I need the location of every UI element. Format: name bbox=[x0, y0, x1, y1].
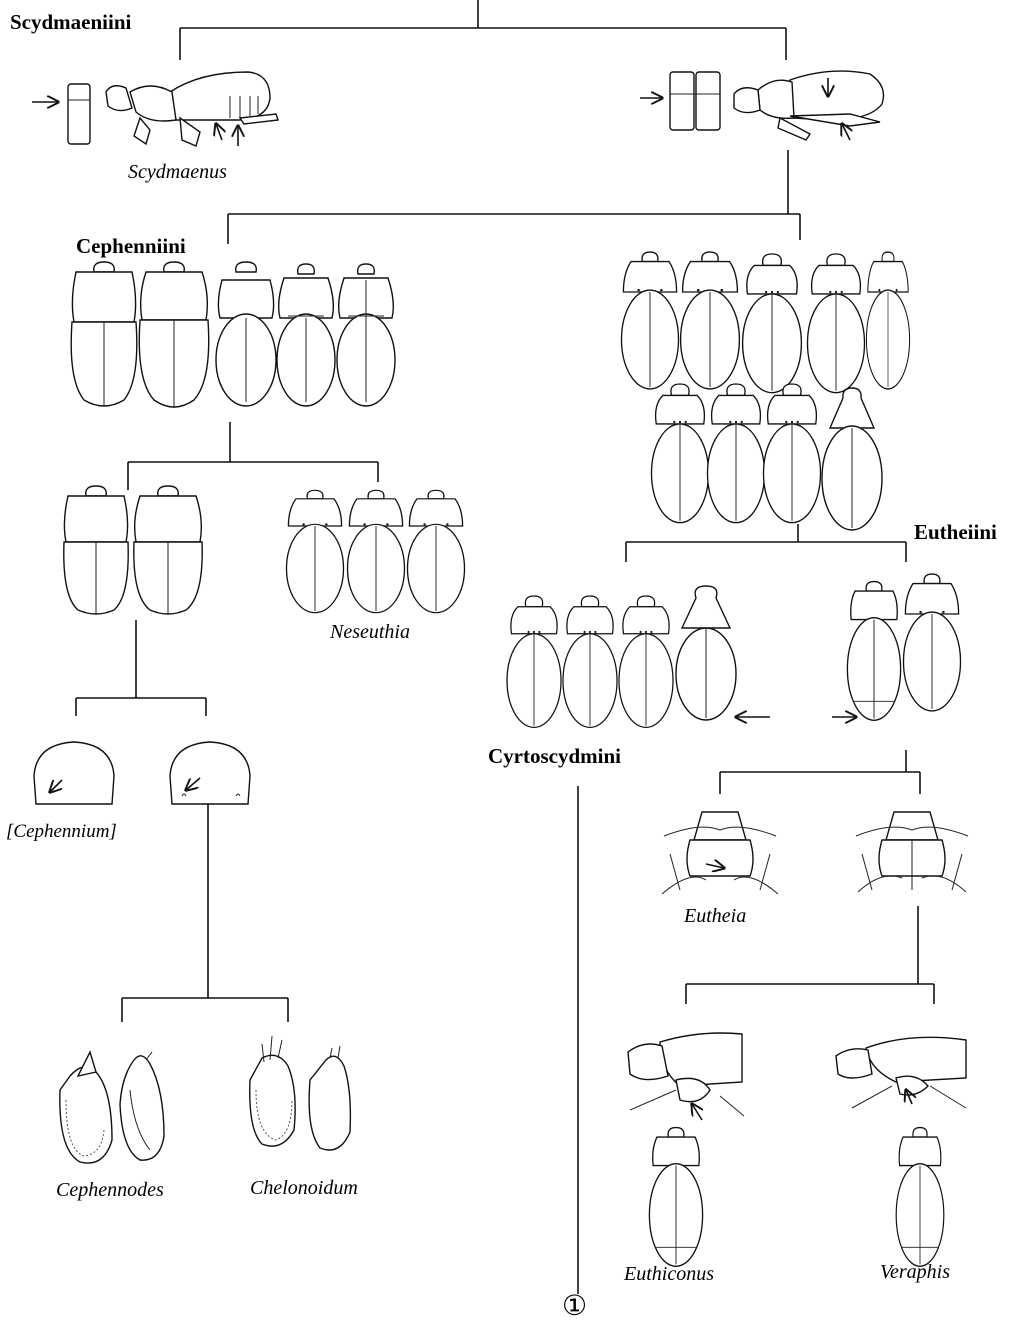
eutheia-ventral-illustrations bbox=[662, 812, 968, 894]
veraphis-illustration bbox=[836, 1037, 966, 1266]
cephenniini-beetle-row bbox=[71, 262, 395, 408]
eutheiini-pair-beetles bbox=[832, 574, 961, 720]
scydmaenus-illustration bbox=[32, 72, 278, 146]
eutheiini-upper-beetle-rows bbox=[622, 252, 910, 530]
genus-label-cephennium: [Cephennium] bbox=[6, 822, 117, 841]
genus-label-chelonoidum: Chelonoidum bbox=[250, 1178, 358, 1198]
genus-label-eutheia: Eutheia bbox=[684, 906, 746, 926]
tribe-label-scydmaeniini: Scydmaeniini bbox=[10, 12, 131, 33]
figure-number: ① bbox=[562, 1292, 587, 1320]
genus-label-neseuthia: Neseuthia bbox=[330, 622, 410, 642]
euthiconus-illustration bbox=[628, 1033, 744, 1266]
pronotum-figures bbox=[34, 742, 250, 804]
cephenniini-lower-connectors bbox=[76, 620, 206, 716]
genus-label-euthiconus: Euthiconus bbox=[624, 1264, 714, 1284]
neseuthia-beetles bbox=[287, 490, 465, 612]
genus-label-scydmaenus: Scydmaenus bbox=[128, 162, 227, 182]
eutheiini-connectors bbox=[626, 524, 906, 562]
tribe-label-cyrtoscydmini: Cyrtoscydmini bbox=[488, 746, 621, 767]
cephennodes-connectors bbox=[122, 804, 288, 1022]
eutheia-connectors bbox=[720, 750, 920, 794]
genus-label-veraphis: Veraphis bbox=[880, 1262, 950, 1282]
tribe-label-eutheiini: Eutheiini bbox=[914, 522, 997, 543]
eutheiini-lateral-illustration bbox=[640, 71, 884, 140]
cephenniini-connectors bbox=[128, 422, 378, 490]
genus-label-cephennodes: Cephennodes bbox=[56, 1180, 164, 1200]
tribe-label-cephenniini: Cephenniini bbox=[76, 236, 186, 257]
aedeagus-illustrations bbox=[60, 1036, 351, 1163]
clade-connector-1 bbox=[228, 150, 800, 244]
cyrtoscydmini-beetles bbox=[507, 586, 770, 727]
root-connector bbox=[180, 0, 786, 60]
cephenniini-pair bbox=[64, 486, 202, 614]
